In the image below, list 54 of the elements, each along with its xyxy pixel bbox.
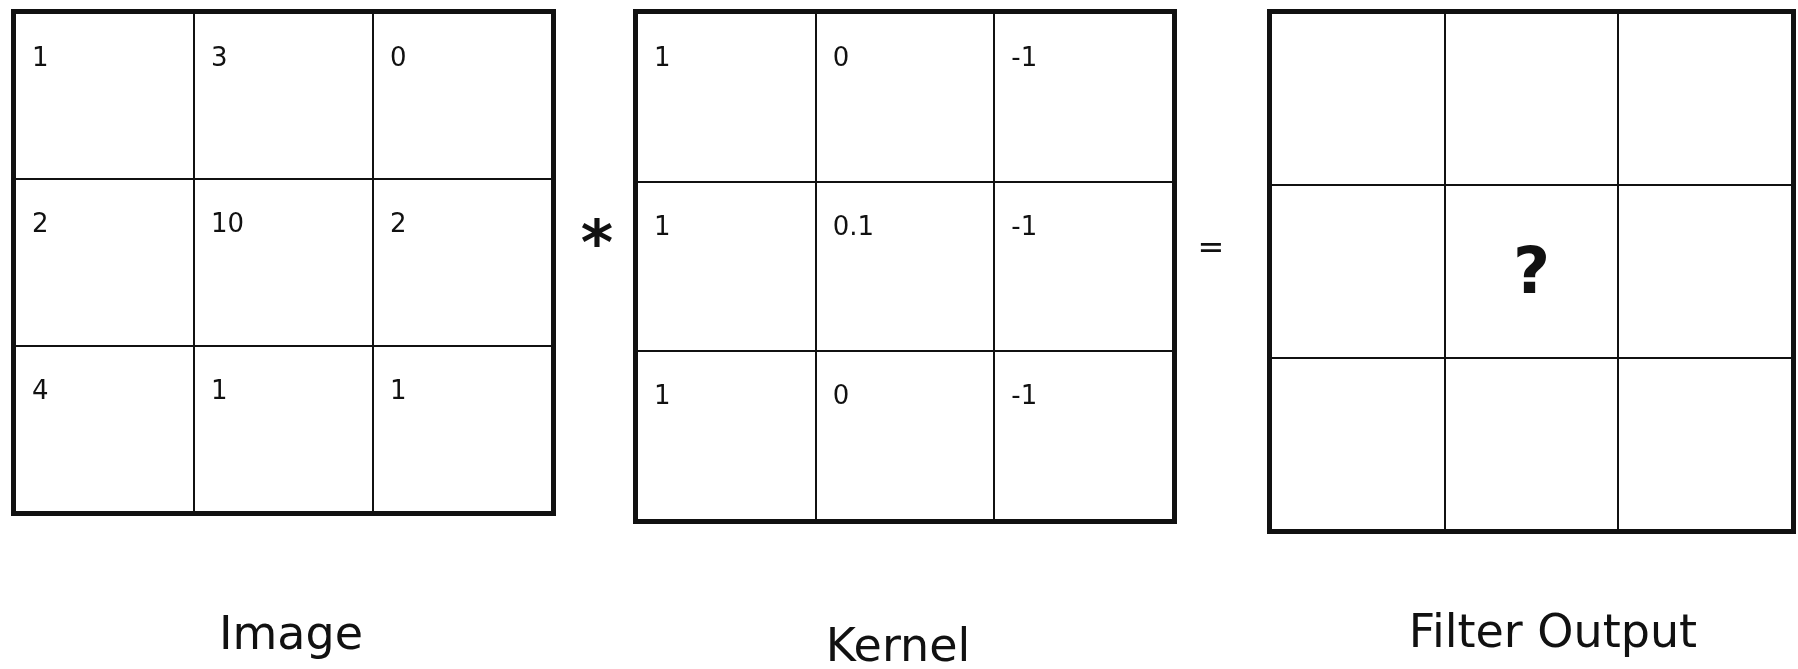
operator-symbol: = xyxy=(1197,231,1225,263)
matrix-cell xyxy=(1444,357,1619,530)
matrix-title: Kernel xyxy=(825,620,971,669)
matrix-cell xyxy=(1271,185,1445,358)
matrix-grid xyxy=(633,9,1177,524)
matrix-cell xyxy=(194,179,373,346)
cell-value: 1 xyxy=(654,213,671,239)
matrix-title: Filter Output xyxy=(1408,606,1698,657)
cell-value: 4 xyxy=(32,376,49,403)
matrix-cell xyxy=(373,345,552,512)
matrix-cell xyxy=(994,351,1173,520)
matrix-cell xyxy=(994,13,1173,182)
matrix-cell xyxy=(815,13,995,182)
matrix-cell xyxy=(194,13,373,180)
cell-value: 1 xyxy=(390,376,407,403)
unknown-value: ? xyxy=(1512,239,1551,304)
cell-value: 3 xyxy=(211,44,228,70)
matrix-cell xyxy=(1271,357,1445,530)
matrix-cell xyxy=(815,182,995,351)
matrix-cell xyxy=(194,345,373,512)
cell-value: 0.1 xyxy=(832,213,874,239)
cell-value: 1 xyxy=(32,44,49,70)
matrix-cell xyxy=(15,179,194,346)
matrix-cell xyxy=(637,351,816,520)
matrix-cell xyxy=(637,13,816,182)
matrix-cell xyxy=(373,13,552,180)
cell-value: 1 xyxy=(654,382,671,408)
matrix-cell xyxy=(1618,185,1792,358)
matrix-cell xyxy=(15,345,194,512)
cell-value: -1 xyxy=(1011,382,1038,408)
matrix-cell xyxy=(15,13,194,180)
matrix-cell xyxy=(1444,185,1619,358)
cell-value: 0 xyxy=(832,44,850,70)
cell-value: 0 xyxy=(390,44,407,70)
cell-value: 2 xyxy=(390,210,407,237)
cell-value: 2 xyxy=(32,210,49,237)
matrix-cell xyxy=(1444,13,1619,186)
matrix-title: Image xyxy=(218,608,364,659)
matrix-cell xyxy=(994,182,1173,351)
cell-value: 0 xyxy=(832,382,850,408)
matrix-grid xyxy=(1267,9,1796,534)
matrix-grid xyxy=(11,9,556,516)
matrix-cell xyxy=(815,351,995,520)
cell-value: 10 xyxy=(211,210,245,237)
matrix-cell xyxy=(1271,13,1445,186)
operator-symbol: * xyxy=(580,212,614,274)
matrix-cell xyxy=(1618,357,1792,530)
cell-value: 1 xyxy=(211,376,228,403)
cell-value: -1 xyxy=(1011,213,1038,239)
cell-value: 1 xyxy=(654,44,671,70)
matrix-cell xyxy=(373,179,552,346)
matrix-cell xyxy=(1618,13,1792,186)
matrix-cell xyxy=(637,182,816,351)
cell-value: -1 xyxy=(1011,44,1038,70)
